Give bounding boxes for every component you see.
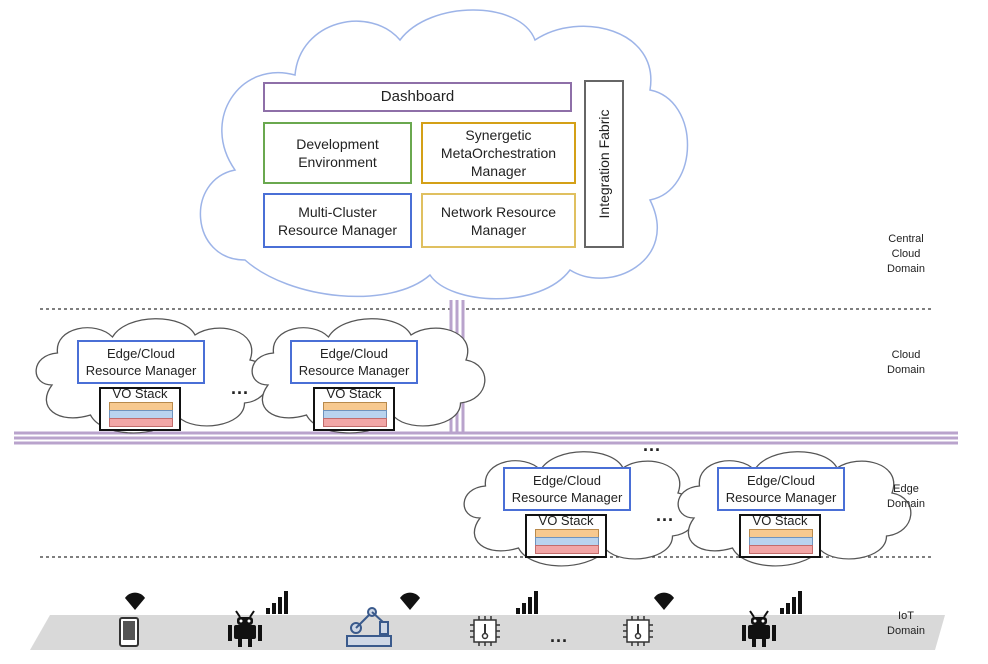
ellipsis: ... (550, 626, 569, 646)
synergetic-manager-box: Synergetic MetaOrchestration Manager (421, 122, 576, 184)
resource-manager-box: Edge/Cloud Resource Manager (77, 340, 205, 384)
vo-stack: VO Stack (525, 513, 607, 558)
stack-layer (535, 545, 599, 554)
edge-domain-label: Edge Domain (887, 483, 925, 510)
integration-fabric-label: Integration Fabric (596, 109, 612, 219)
resource-manager-box: Edge/Cloud Resource Manager (503, 467, 631, 511)
vo-stack: VO Stack (99, 386, 181, 431)
central-cloud-domain-label: Central Cloud Domain (887, 233, 925, 275)
resource-manager-label: Edge/Cloud Resource Manager (725, 473, 837, 505)
stack-layer (749, 545, 813, 554)
integration-fabric-box: Integration Fabric (584, 80, 624, 248)
dashboard-box: Dashboard (263, 82, 572, 112)
synergetic-manager-label: Synergetic MetaOrchestration Manager (440, 127, 557, 179)
development-environment-box: Development Environment (263, 122, 412, 184)
multi-cluster-manager-label: Multi-Cluster Resource Manager (277, 203, 398, 238)
ellipsis: ... (656, 505, 675, 525)
vo-stack-label: VO Stack (752, 513, 808, 528)
resource-manager-label: Edge/Cloud Resource Manager (298, 346, 410, 378)
multi-cluster-manager-box: Multi-Cluster Resource Manager (263, 193, 412, 248)
vo-stack-label: VO Stack (326, 386, 382, 401)
vo-stack: VO Stack (739, 513, 821, 558)
development-environment-label: Development Environment (296, 136, 379, 170)
iot-band (30, 615, 945, 650)
resource-manager-label: Edge/Cloud Resource Manager (511, 473, 623, 505)
network-resource-manager-label: Network Resource Manager (440, 203, 557, 238)
resource-manager-box: Edge/Cloud Resource Manager (290, 340, 418, 384)
iot-domain-label: IoT Domain (887, 610, 925, 637)
vo-stack-label: VO Stack (538, 513, 594, 528)
ellipsis: ... (643, 435, 662, 455)
vo-stack: VO Stack (313, 386, 395, 431)
vo-stack-label: VO Stack (112, 386, 168, 401)
ellipsis: ... (231, 378, 250, 398)
resource-manager-label: Edge/Cloud Resource Manager (85, 346, 197, 378)
stack-layer (109, 418, 173, 427)
dashboard-label: Dashboard (380, 88, 455, 105)
resource-manager-box: Edge/Cloud Resource Manager (717, 467, 845, 511)
network-resource-manager-box: Network Resource Manager (421, 193, 576, 248)
cloud-domain-label: Cloud Domain (887, 349, 925, 376)
stack-layer (323, 418, 387, 427)
